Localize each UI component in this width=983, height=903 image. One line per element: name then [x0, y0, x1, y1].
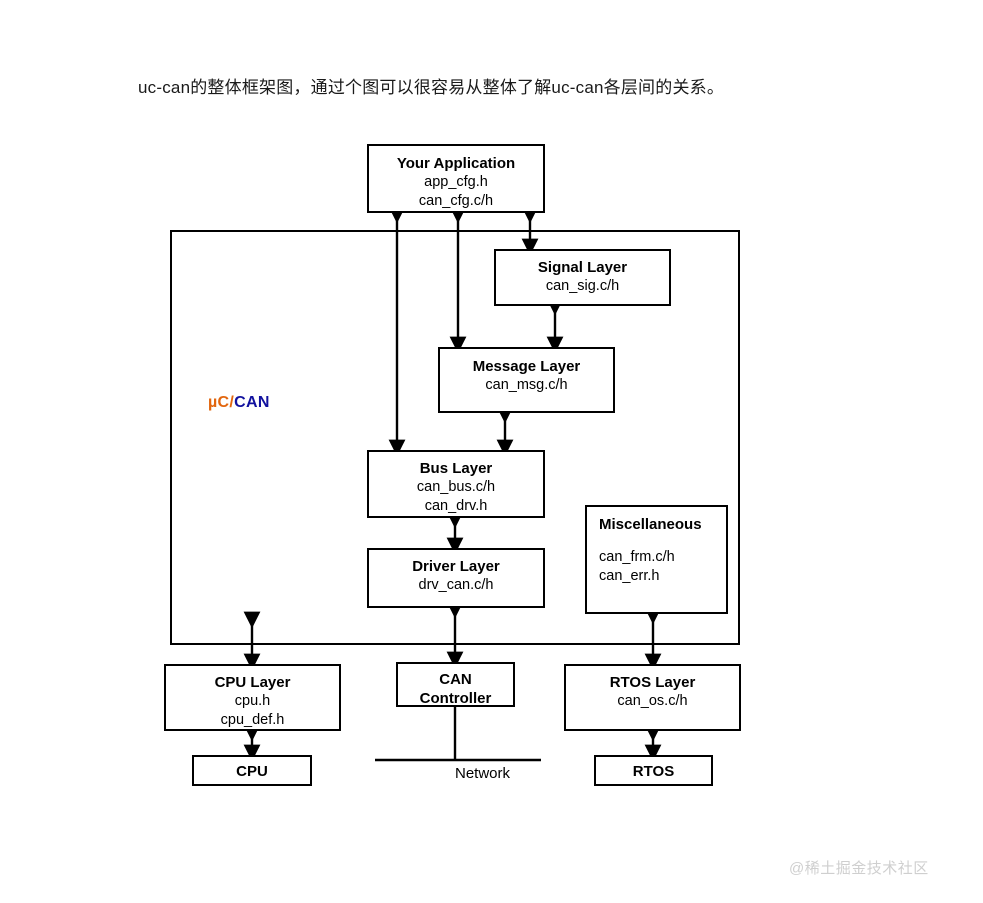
- node-title: RTOS Layer: [609, 674, 696, 691]
- node-title: Your Application: [396, 155, 516, 172]
- node-subtitle: can_frm.c/h can_err.h: [599, 549, 675, 584]
- uccan-logo: µC/CAN: [208, 394, 270, 412]
- node-subtitle: can_os.c/h: [617, 693, 688, 709]
- page-caption: uc-can的整体框架图，通过个图可以很容易从整体了解uc-can各层间的关系。: [138, 78, 725, 97]
- node-subtitle: app_cfg.h can_cfg.c/h: [418, 174, 494, 209]
- node-title: RTOS: [632, 763, 675, 780]
- node-title: Driver Layer: [412, 558, 500, 575]
- node-subtitle: can_msg.c/h: [485, 377, 568, 393]
- node-cpu-layer[interactable]: CPU Layer cpu.h cpu_def.h: [164, 664, 341, 731]
- node-your-application[interactable]: Your Application app_cfg.h can_cfg.c/h: [367, 144, 545, 213]
- node-cpu[interactable]: CPU: [192, 755, 312, 786]
- uccan-logo-suffix: CAN: [234, 394, 270, 411]
- node-subtitle: cpu.h cpu_def.h: [220, 693, 285, 728]
- network-label: Network: [455, 765, 511, 782]
- node-title: Miscellaneous: [599, 516, 702, 533]
- node-subtitle: drv_can.c/h: [418, 577, 494, 593]
- node-title: Message Layer: [472, 358, 581, 375]
- node-driver-layer[interactable]: Driver Layer drv_can.c/h: [367, 548, 545, 608]
- node-rtos-layer[interactable]: RTOS Layer can_os.c/h: [564, 664, 741, 731]
- node-can-controller[interactable]: CAN Controller: [396, 662, 515, 707]
- node-bus-layer[interactable]: Bus Layer can_bus.c/h can_drv.h: [367, 450, 545, 518]
- node-title: Signal Layer: [537, 259, 628, 276]
- node-subtitle: can_sig.c/h: [545, 278, 620, 294]
- site-watermark: @稀土掘金技术社区: [789, 860, 929, 877]
- node-title: CPU: [236, 763, 268, 780]
- node-signal-layer[interactable]: Signal Layer can_sig.c/h: [494, 249, 671, 306]
- node-rtos[interactable]: RTOS: [594, 755, 713, 786]
- uccan-logo-prefix: µC/: [208, 394, 235, 411]
- node-title: CPU Layer: [214, 674, 291, 691]
- node-message-layer[interactable]: Message Layer can_msg.c/h: [438, 347, 615, 413]
- node-subtitle: can_bus.c/h can_drv.h: [416, 479, 496, 514]
- node-title: Bus Layer: [419, 460, 493, 477]
- node-miscellaneous[interactable]: Miscellaneous can_frm.c/h can_err.h: [585, 505, 728, 614]
- node-title: CAN Controller: [419, 671, 492, 707]
